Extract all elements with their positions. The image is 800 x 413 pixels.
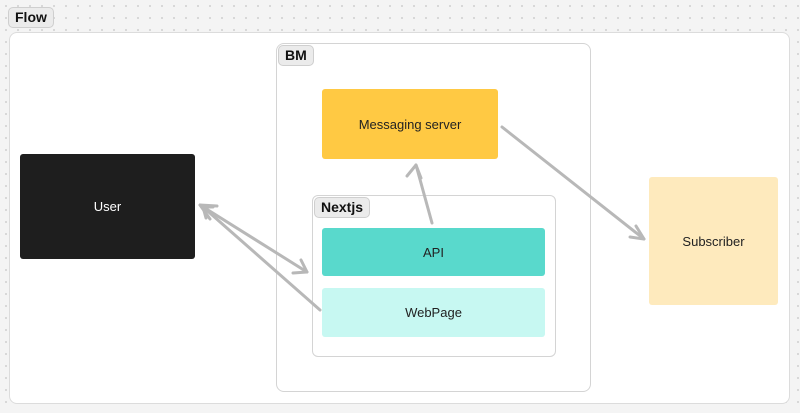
flow-label[interactable]: Flow <box>8 7 54 28</box>
messaging-server-node-label: Messaging server <box>358 116 462 132</box>
subscriber-node-label: Subscriber <box>682 233 745 249</box>
subscriber-node[interactable]: Subscriber <box>649 177 778 305</box>
api-node-label: API <box>423 244 444 260</box>
user-node[interactable]: User <box>20 154 195 259</box>
messaging-server-node[interactable]: Messaging server <box>322 89 498 159</box>
webpage-node[interactable]: WebPage <box>322 288 545 337</box>
api-node[interactable]: API <box>322 228 545 276</box>
nextjs-label[interactable]: Nextjs <box>314 197 371 218</box>
user-node-label: User <box>93 199 122 214</box>
bm-label[interactable]: BM <box>278 45 314 66</box>
webpage-node-label: WebPage <box>405 305 462 320</box>
